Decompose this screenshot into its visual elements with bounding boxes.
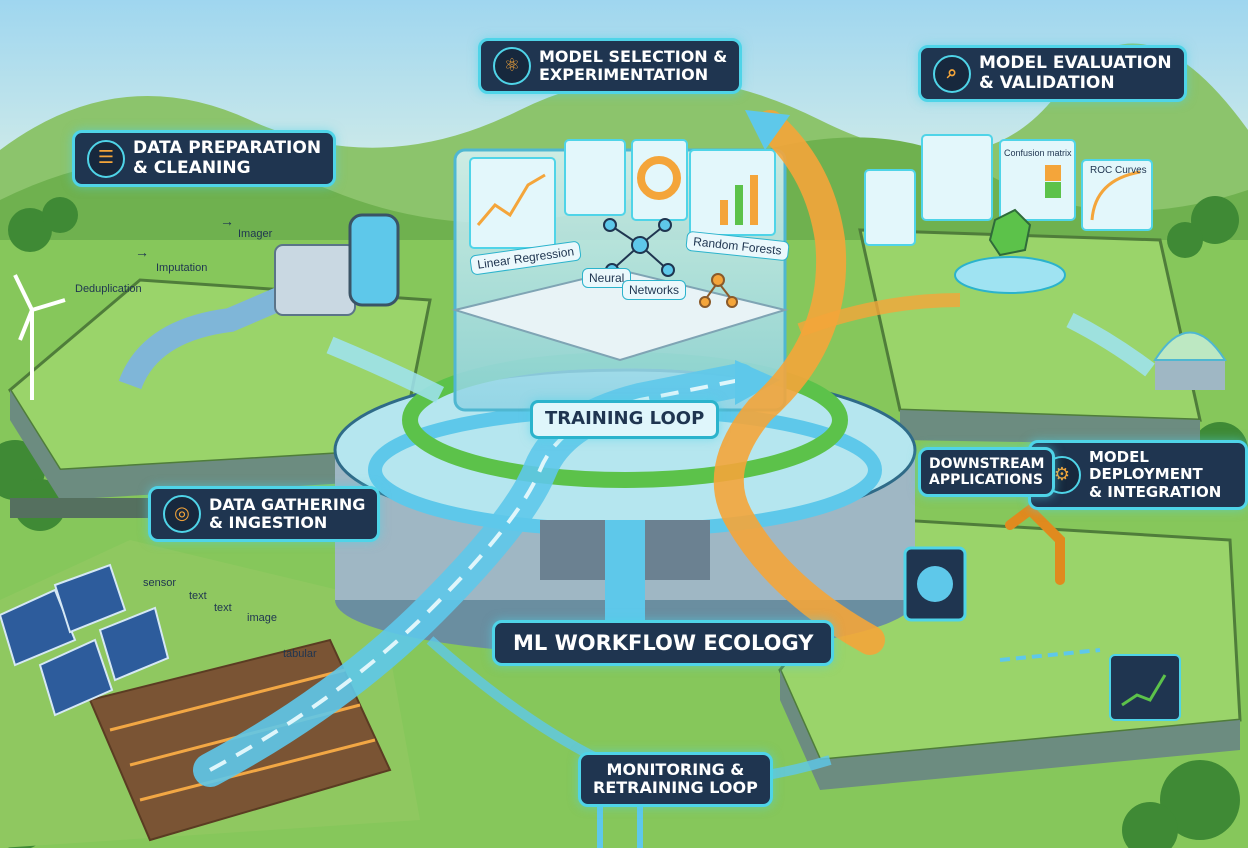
step-imputation: Imputation [156,262,207,274]
source-tabular: tabular [283,648,317,660]
downstream-text: DOWNSTREAM APPLICATIONS [929,456,1044,488]
deploy-monitor-glyph [917,566,953,602]
atom-icon: ⚛ [493,47,531,85]
analytics-screen [1110,655,1180,720]
database-icon: ☰ [87,140,125,178]
label-data-prep: ☰ DATA PREPARATION & CLEANING [72,130,336,187]
deployment-text: MODEL DEPLOYMENT & INTEGRATION [1089,449,1233,501]
monitoring-text: MONITORING & RETRAINING LOOP [593,761,758,798]
step-deduplication: Deduplication [75,283,142,295]
step-arrow-1: → [135,244,149,260]
label-downstream: DOWNSTREAM APPLICATIONS [918,447,1055,497]
label-monitoring: MONITORING & RETRAINING LOOP [578,752,773,807]
source-image: image [247,612,277,624]
eval-roc-curves: ROC Curves [1090,165,1147,176]
globe-icon: ◎ [163,495,201,533]
model-eval-text: MODEL EVALUATION & VALIDATION [979,54,1172,93]
label-deployment: ⚙ MODEL DEPLOYMENT & INTEGRATION [1028,440,1248,510]
source-text-2: text [214,602,232,614]
training-loop-text: TRAINING LOOP [545,409,704,430]
model-selection-text: MODEL SELECTION & EXPERIMENTATION [539,48,727,85]
source-text-1: text [189,590,207,602]
eval-confusion-matrix: Confusion matrix [1004,148,1072,158]
label-training-loop: TRAINING LOOP [530,400,719,439]
step-imager: Imager [238,228,272,240]
step-arrow-2: → [220,213,234,229]
page-title: ML WORKFLOW ECOLOGY [513,631,813,655]
source-sensor: sensor [143,577,176,589]
label-model-selection: ⚛ MODEL SELECTION & EXPERIMENTATION [478,38,742,94]
label-ml-workflow-ecology: ML WORKFLOW ECOLOGY [492,620,834,666]
label-model-eval: ⌕ MODEL EVALUATION & VALIDATION [918,45,1187,102]
data-prep-text: DATA PREPARATION & CLEANING [133,139,321,178]
model-networks: Networks [622,280,686,300]
label-data-gathering: ◎ DATA GATHERING & INGESTION [148,486,380,542]
data-gathering-text: DATA GATHERING & INGESTION [209,496,365,533]
chart-magnifier-icon: ⌕ [933,55,971,93]
